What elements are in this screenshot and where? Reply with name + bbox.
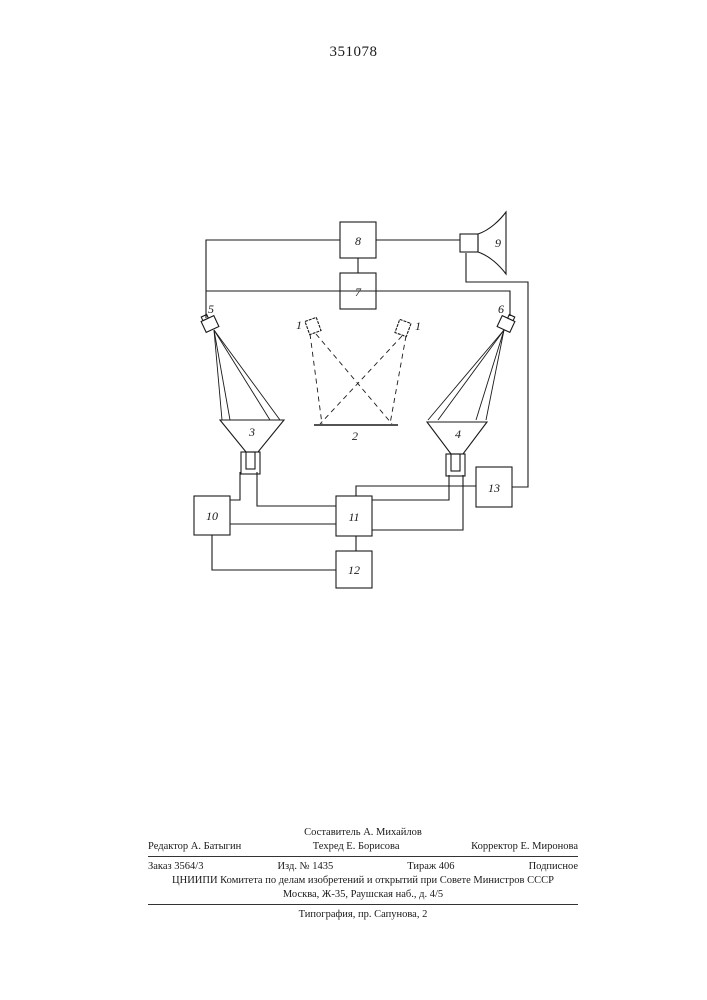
view-cone-right — [428, 330, 504, 420]
monitor-9-label: 9 — [495, 236, 501, 250]
block-11-label: 11 — [348, 510, 359, 524]
camera-5-label: 5 — [208, 302, 214, 316]
compiler-line: Составитель А. Михайлов — [148, 826, 578, 840]
order-number: Заказ 3564/3 — [148, 860, 203, 874]
block-10-label: 10 — [206, 509, 218, 523]
diagram-labels: 8 7 10 11 12 13 9 5 6 3 4 1 1 2 — [206, 234, 504, 577]
object-plane-2-label: 2 — [352, 429, 358, 443]
order-line: Заказ 3564/3 Изд. № 1435 Тираж 406 Подпи… — [148, 860, 578, 874]
divider — [148, 856, 578, 857]
block-boxes — [194, 222, 512, 588]
projector-1-right — [395, 319, 411, 336]
address-line: Москва, Ж-35, Раушская наб., д. 4/5 — [148, 888, 578, 902]
circulation: Тираж 406 — [407, 860, 454, 874]
view-cone-left — [214, 330, 280, 420]
projector-1-right-label: 1 — [415, 319, 421, 333]
printing-line: Типография, пр. Сапунова, 2 — [148, 908, 578, 922]
block-8-label: 8 — [355, 234, 361, 248]
projector-1-left-label: 1 — [296, 318, 302, 332]
block-13-label: 13 — [488, 481, 500, 495]
projector-1-left — [305, 317, 321, 334]
institute-line: ЦНИИПИ Комитета по делам изобретений и о… — [148, 874, 578, 888]
camera-6-label: 6 — [498, 302, 504, 316]
tech-editor-name: Техред Е. Борисова — [313, 840, 400, 854]
projection-rays — [310, 334, 406, 424]
divider — [148, 904, 578, 905]
connection-lines — [206, 240, 528, 570]
imprint-block: Составитель А. Михайлов Редактор А. Баты… — [148, 826, 578, 922]
subscription: Подписное — [529, 860, 578, 874]
block-12-label: 12 — [348, 563, 360, 577]
screen-3-label: 3 — [248, 425, 255, 439]
block-7-label: 7 — [355, 285, 362, 299]
corrector-name: Корректор Е. Миронова — [471, 840, 578, 854]
editor-name: Редактор А. Батыгин — [148, 840, 241, 854]
edition-number: Изд. № 1435 — [277, 860, 333, 874]
editors-line: Редактор А. Батыгин Техред Е. Борисова К… — [148, 840, 578, 854]
screen-4-label: 4 — [455, 427, 461, 441]
